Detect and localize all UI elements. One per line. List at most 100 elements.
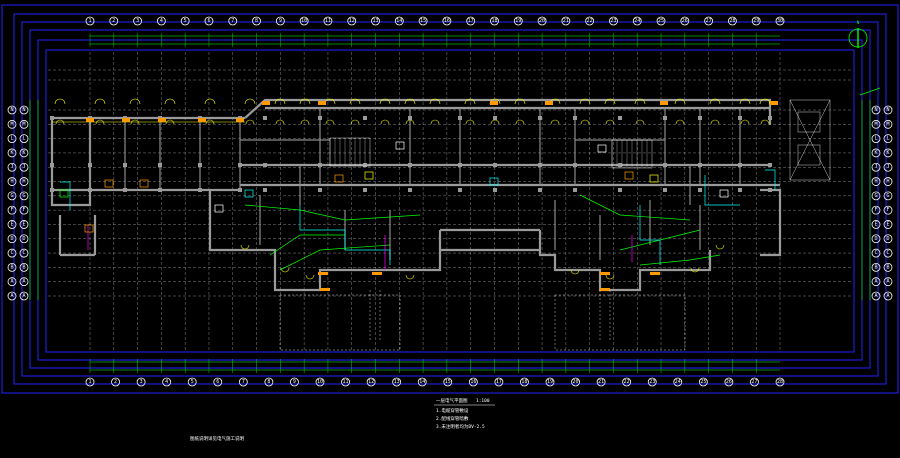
- left-axis-label: E: [10, 221, 13, 227]
- right-axis-label: D: [874, 236, 877, 242]
- left-axis-6: H: [7, 177, 17, 186]
- right-axis-13: A: [871, 277, 881, 287]
- left-axis-9: E: [7, 220, 17, 229]
- top-axis-label: 11: [325, 18, 331, 24]
- top-axis-label: 22: [587, 18, 593, 24]
- bottom-axis-22: 22: [622, 377, 632, 387]
- bottom-axis-16: 16: [468, 377, 478, 387]
- bottom-axis-6: 6: [213, 377, 223, 387]
- top-axis-12: 12: [347, 16, 357, 26]
- bottom-axis-label: 20: [573, 379, 579, 385]
- right-axis-label: H: [874, 179, 877, 185]
- left-axis-2: M: [7, 119, 17, 129]
- left-axis-8: F: [7, 205, 17, 215]
- left-inner-axis-13: A: [19, 277, 29, 287]
- left-inner-axis-11: C: [19, 248, 29, 258]
- bottom-axis-label: 12: [368, 379, 374, 385]
- right-axis-4: K: [871, 148, 881, 158]
- top-axis-label: 15: [420, 18, 426, 24]
- fixtures: [59, 141, 729, 233]
- top-axis-label: 27: [706, 18, 712, 24]
- axis-grid: [48, 52, 852, 350]
- right-inner-axis-4: K: [883, 148, 893, 158]
- right-axis-label: A: [874, 279, 877, 285]
- bottom-axis-14: 14: [417, 377, 427, 387]
- left-inner-axis-label: D: [22, 236, 25, 242]
- right-axis-label: G: [874, 193, 877, 199]
- top-axis-label: 26: [682, 18, 688, 24]
- top-axis-2: 2: [109, 16, 119, 26]
- right-inner-axis-label: E: [886, 221, 889, 227]
- bottom-axis-3: 3: [136, 377, 146, 387]
- top-axis-label: 4: [160, 18, 163, 24]
- left-axis-label: A: [10, 279, 13, 285]
- bottom-axis-13: 13: [392, 377, 402, 387]
- electrical-wiring: [60, 87, 881, 271]
- top-axis-15: 15: [418, 16, 428, 26]
- left-inner-axis-8: F: [19, 205, 29, 215]
- right-inner-axis-14: A: [883, 291, 893, 301]
- right-axis-8: F: [871, 205, 881, 215]
- top-axis-21: 21: [561, 16, 571, 26]
- left-axis-label: K: [10, 150, 13, 156]
- bottom-axis-label: 26: [726, 379, 732, 385]
- right-axis-label: K: [874, 150, 877, 156]
- left-axis-label: G: [10, 193, 13, 199]
- left-inner-axis-6: H: [19, 177, 29, 186]
- left-axis-4: K: [7, 148, 17, 158]
- left-inner-axis-label: A: [22, 293, 25, 299]
- top-axis-label: 29: [753, 18, 759, 24]
- bottom-axis-label: 18: [521, 379, 527, 385]
- left-inner-axis-label: N: [22, 107, 25, 113]
- bottom-axis-15: 15: [443, 377, 453, 387]
- right-inner-axis-label: A: [886, 293, 889, 299]
- top-axis-27: 27: [704, 16, 714, 26]
- bottom-axis-18: 18: [520, 377, 529, 387]
- bottom-axis-17: 17: [494, 377, 504, 387]
- columns: [50, 116, 772, 192]
- top-axis-label: 6: [207, 18, 210, 24]
- top-axis-label: 14: [396, 18, 402, 24]
- right-inner-axis-11: C: [883, 248, 893, 258]
- bottom-axis-21: 21: [596, 377, 606, 387]
- top-axis-label: 13: [373, 18, 379, 24]
- left-axis-3: L: [7, 134, 17, 144]
- left-axis-label: C: [10, 250, 13, 256]
- right-inner-axis-5: J: [883, 162, 893, 172]
- top-axis-13: 13: [371, 16, 380, 26]
- bottom-axis-label: 3: [140, 379, 143, 385]
- left-inner-axis-2: M: [19, 119, 29, 129]
- left-axis-label: H: [10, 179, 13, 185]
- drawing-border: [1, 4, 899, 394]
- left-inner-axis-14: A: [19, 291, 29, 301]
- left-axis-label: F: [10, 207, 13, 213]
- left-axis-label: N: [10, 107, 13, 113]
- top-axis-16: 16: [442, 16, 452, 26]
- left-inner-axis-label: M: [22, 121, 25, 127]
- top-axis-1: 1: [85, 16, 95, 26]
- right-inner-axis-label: D: [886, 236, 889, 242]
- top-axis-label: 10: [301, 18, 307, 24]
- drawing-title: 一层电气平面图: [436, 397, 468, 404]
- top-axis-label: 9: [279, 18, 282, 24]
- left-axis-label: A: [10, 293, 13, 299]
- top-axis-label: 20: [539, 18, 545, 24]
- left-inner-axis-4: K: [19, 148, 29, 158]
- top-axis-label: 23: [610, 18, 616, 24]
- right-inner-axis-1: N: [883, 105, 893, 115]
- right-axis-9: E: [871, 220, 881, 229]
- left-axis-11: C: [7, 248, 17, 258]
- top-axis-9: 9: [275, 16, 285, 26]
- top-axis-label: 21: [563, 18, 569, 24]
- left-inner-axis-label: J: [22, 164, 25, 170]
- top-axis-7: 7: [228, 16, 238, 26]
- bottom-axis-20: 20: [571, 377, 580, 387]
- left-axis-5: J: [7, 162, 17, 172]
- left-axis-label: D: [10, 236, 13, 242]
- top-axis-4: 4: [156, 16, 166, 26]
- right-axis-11: C: [871, 248, 881, 258]
- right-inner-axis-10: D: [883, 234, 893, 244]
- right-axis-label: J: [874, 164, 877, 170]
- bottom-axis-label: 14: [419, 379, 425, 385]
